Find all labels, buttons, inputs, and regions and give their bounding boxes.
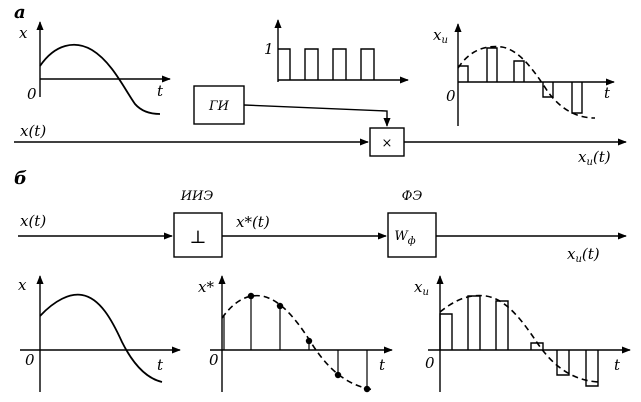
plot-b2: x* t 0 [198,275,393,393]
iie-block: ИИЭ ⊥ [173,189,223,258]
plot-b3-steps [439,295,599,387]
plot-b1-x-label: t [157,356,164,374]
iie-symbol: ⊥ [190,227,207,248]
plot-b1-origin: 0 [25,351,35,369]
multiplier-symbol: × [382,136,393,151]
plot-b1: x t 0 [18,275,181,392]
plot-b3-envelope [439,294,599,383]
plot-b2-envelope [221,294,376,391]
plot-b2-x-label: t [379,356,386,374]
iie-title: ИИЭ [180,189,214,204]
plot-b2-sample-point [334,371,342,379]
plot-b3-y-label: xи [414,278,429,298]
plot-b1-signal-curve [39,293,163,383]
plot-a3-y-label: xи [433,26,448,46]
plot-b2-sample-point [363,385,371,393]
filter-symbol: Wф [394,229,415,247]
section-b-mid-label: x*(t) [236,213,270,231]
plot-a1-origin: 0 [27,85,37,103]
section-b-label: б [14,168,27,189]
pulse-level-label: 1 [264,40,274,58]
plot-a3-origin: 0 [446,87,456,105]
plot-a1-x-label: t [157,82,164,100]
generator-label: ГИ [208,99,230,114]
plot-a3-pulses [458,47,583,114]
plot-a1: x t 0 [19,21,171,115]
plot-a3-x-label: t [604,84,611,102]
plot-b2-y-label: x* [198,278,214,296]
generator-to-multiplier-arrow [243,104,391,127]
plot-b3: xи t 0 [414,275,631,392]
plot-b2-sample-point [305,337,313,345]
plot-pulse-train: 1 [264,19,409,84]
filter-box [387,212,437,258]
plot-a3-envelope [457,45,596,119]
pulse-train-pulses [278,48,375,80]
plot-a1-signal-curve [39,43,161,115]
section-a-input-label: x(t) [20,122,46,140]
section-a-label: а [14,2,26,23]
iie-box [173,212,223,258]
plot-b2-sample-point [276,302,284,310]
plot-b2-sample-point [247,292,255,300]
plot-b3-origin: 0 [425,354,435,372]
plot-a1-y-label: x [19,24,28,42]
multiplier-block: × [369,127,405,157]
plot-b2-origin: 0 [209,351,219,369]
section-a-output-label: xи(t) [578,148,611,168]
filter-block: ФЭ Wф [387,189,437,258]
section-b-output-label: xи(t) [567,245,600,265]
section-b-input-label: x(t) [20,212,46,230]
plot-b2-sample-stems [223,296,368,389]
plot-a3: xи t 0 [433,23,615,126]
generator-block: ГИ [193,85,245,125]
filter-title: ФЭ [402,189,423,204]
plot-b3-x-label: t [614,356,621,374]
plot-b1-y-label: x [18,276,27,294]
